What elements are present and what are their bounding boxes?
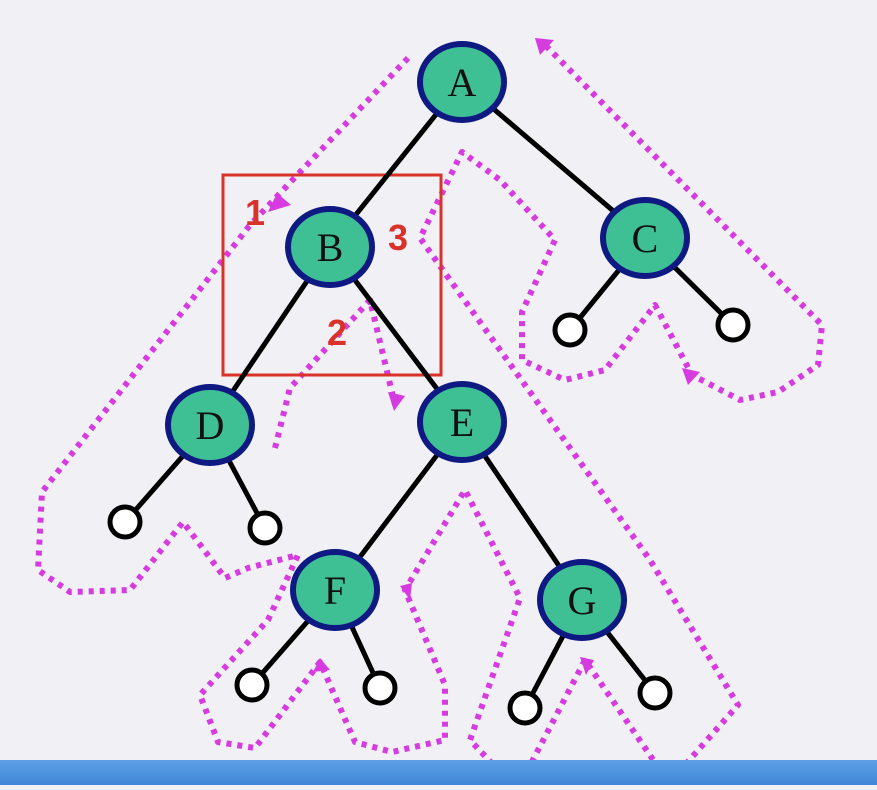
node-B: B [285, 206, 375, 288]
null-child-G-6 [507, 690, 543, 726]
traversal-path-main [35, 42, 825, 778]
node-circle-A [417, 41, 507, 123]
null-child-D-3 [247, 510, 283, 546]
node-A: A [417, 41, 507, 123]
step-label-3: 3 [388, 217, 408, 258]
null-child-F-4 [234, 667, 270, 703]
traversal-path-d-return [272, 297, 398, 449]
arrowhead-5 [313, 658, 330, 672]
null-child-C-0 [552, 312, 588, 348]
node-circle-F [290, 549, 380, 631]
node-circle-G [537, 559, 627, 641]
node-C: C [600, 197, 690, 279]
node-D: D [165, 384, 255, 466]
arrowhead-1 [268, 193, 291, 212]
node-label-F: F [324, 568, 346, 613]
arrowhead-4 [400, 583, 412, 600]
node-E: E [417, 381, 507, 463]
arrowhead-6 [580, 657, 594, 675]
node-label-A: A [448, 60, 477, 105]
arrowhead-2 [388, 392, 405, 411]
node-G: G [537, 559, 627, 641]
highlight-box [221, 173, 443, 377]
node-label-B: B [317, 225, 344, 270]
null-child-G-7 [637, 675, 673, 711]
node-label-D: D [196, 403, 225, 448]
node-F: F [290, 549, 380, 631]
tree-nodes: A B C D E F G [165, 41, 690, 641]
step-label-1: 1 [245, 192, 265, 233]
null-children [107, 235, 751, 726]
node-label-G: G [568, 578, 597, 623]
node-circle-B [285, 206, 375, 288]
node-circle-E [417, 381, 507, 463]
node-label-C: C [632, 216, 659, 261]
node-label-E: E [450, 400, 474, 445]
arrowhead-3 [535, 38, 554, 55]
node-circle-D [165, 384, 255, 466]
step-labels: 1 2 3 [245, 192, 408, 353]
null-child-D-2 [107, 504, 143, 540]
node-circle-C [600, 197, 690, 279]
traversal-path [35, 42, 825, 778]
null-child-F-5 [362, 670, 398, 706]
null-child-C-1 [715, 307, 751, 343]
step-label-2: 2 [327, 312, 347, 353]
arrowhead-7 [682, 368, 700, 385]
bottom-bar [0, 760, 877, 785]
